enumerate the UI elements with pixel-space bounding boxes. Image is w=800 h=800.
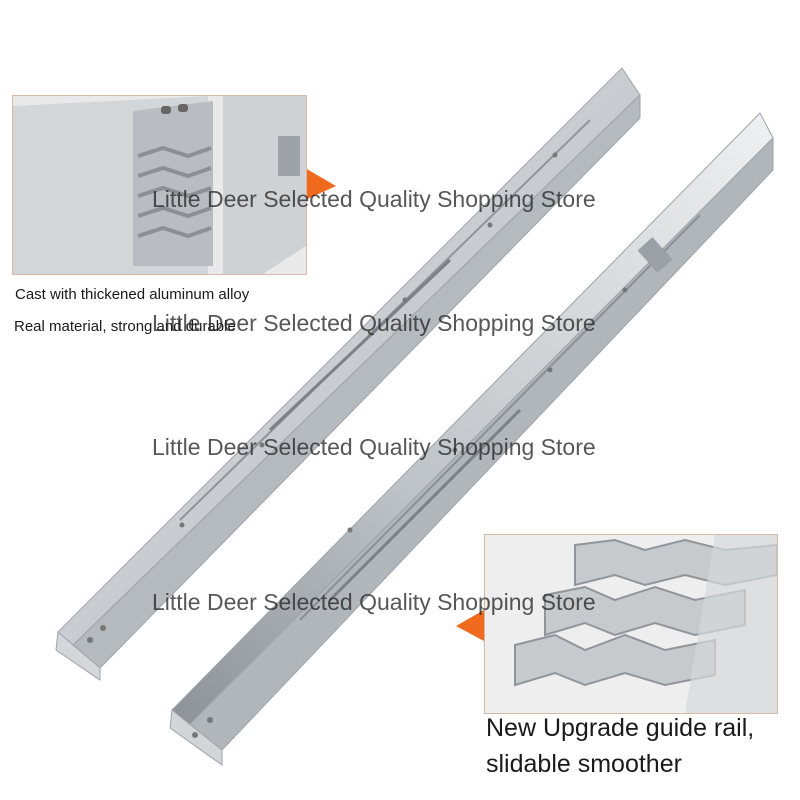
pointer-arrow-bottom xyxy=(456,610,484,641)
store-watermark: Little Deer Selected Quality Shopping St… xyxy=(152,589,596,615)
store-watermark: Little Deer Selected Quality Shopping St… xyxy=(152,186,596,212)
cross-section-image xyxy=(13,96,306,274)
pointer-arrow-top xyxy=(305,168,336,200)
store-watermark: Little Deer Selected Quality Shopping St… xyxy=(152,310,596,336)
rail-right xyxy=(169,112,774,766)
inset-aluminum-cross-section xyxy=(12,95,307,275)
caption-real-material: Real material, strong and durable xyxy=(14,318,236,335)
caption-aluminum-alloy: Cast with thickened aluminum alloy xyxy=(15,286,250,303)
inset-guide-rail-profile xyxy=(484,534,778,714)
caption-upgrade-rail: New Upgrade guide rail, xyxy=(486,714,755,742)
store-watermark: Little Deer Selected Quality Shopping St… xyxy=(152,434,596,460)
caption-slidable-smoother: slidable smoother xyxy=(486,750,682,778)
rail-profile-image xyxy=(485,535,778,713)
rail-left xyxy=(55,67,641,681)
